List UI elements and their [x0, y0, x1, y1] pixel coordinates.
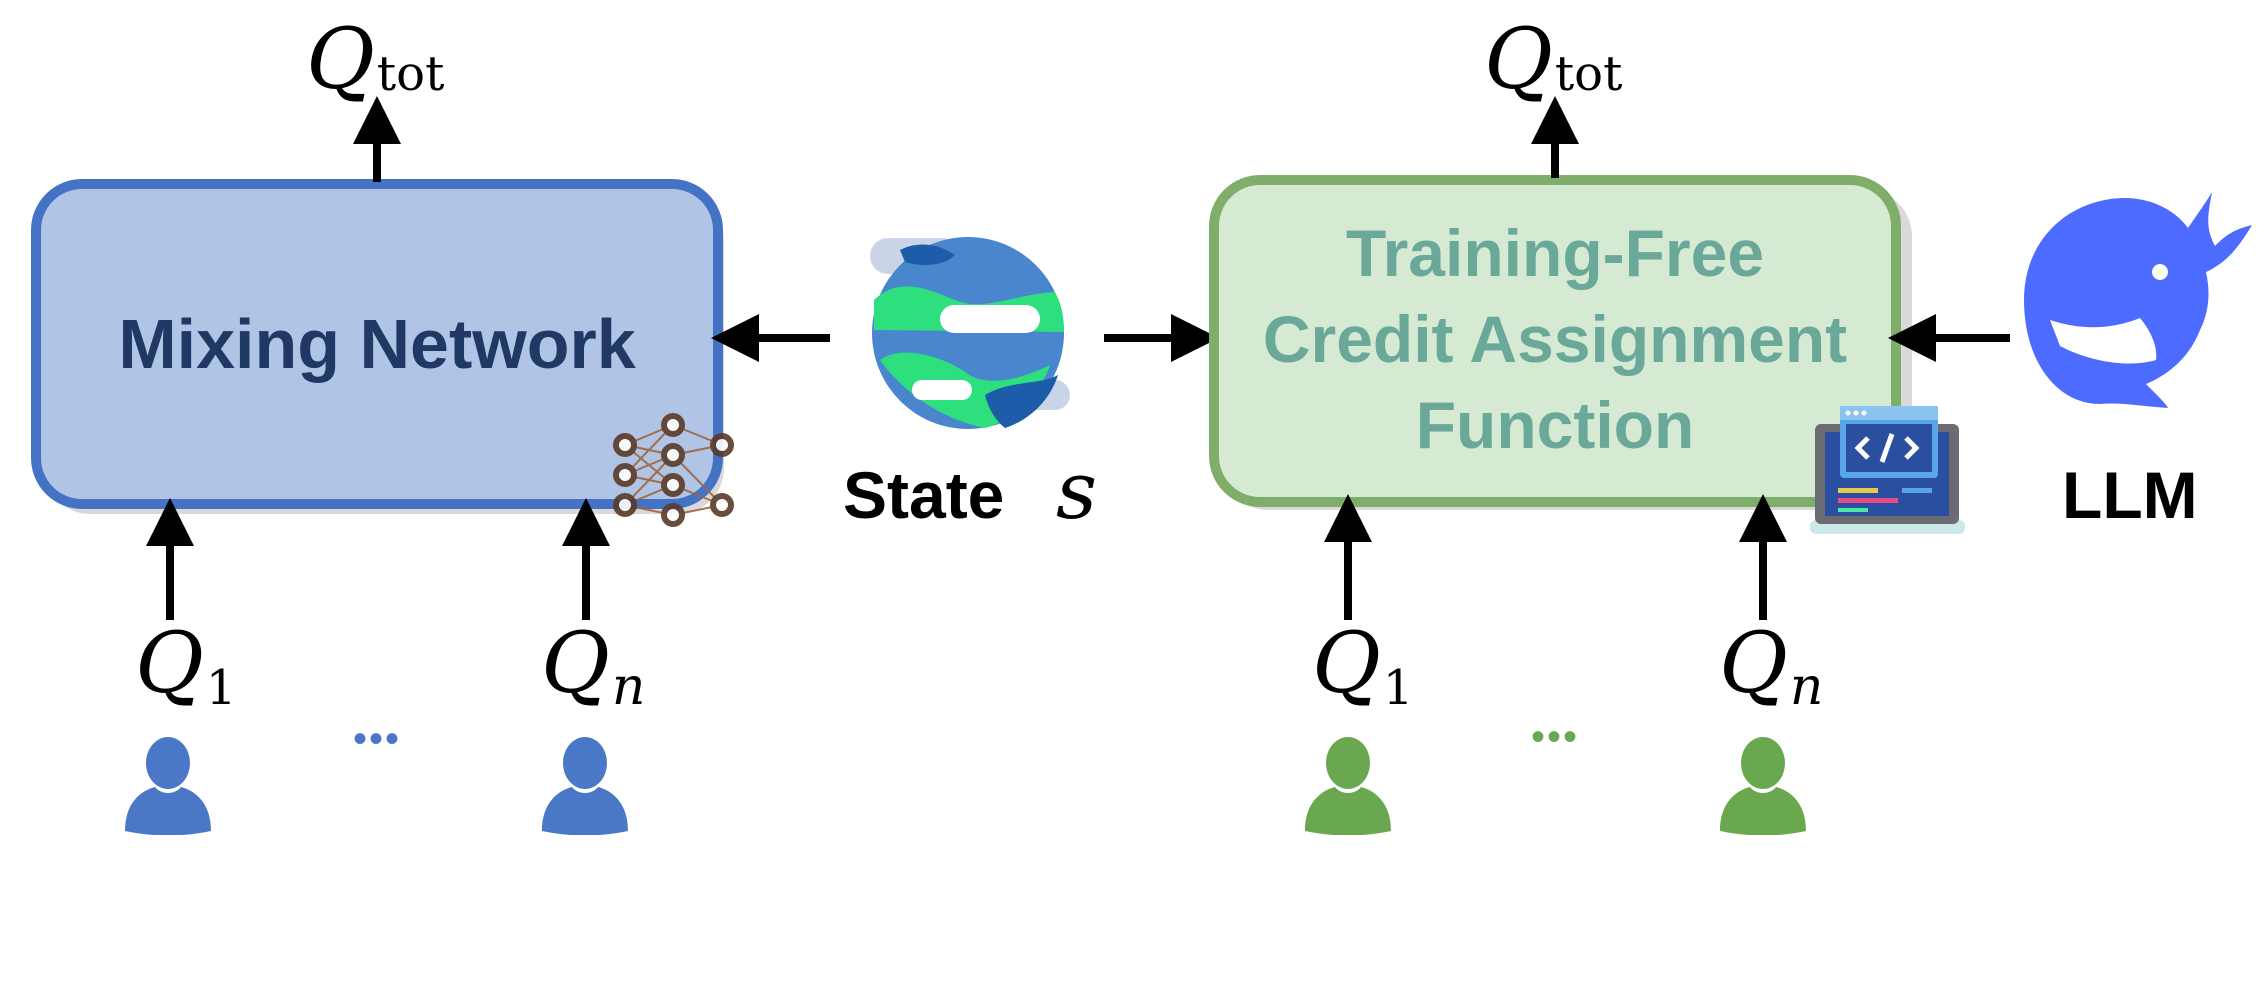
code-laptop-icon	[1810, 406, 1965, 534]
mixing-network-title: Mixing Network	[118, 305, 635, 383]
neural-network-icon	[613, 413, 734, 527]
planet-icon	[870, 237, 1070, 429]
state-label: State	[843, 458, 1004, 532]
left-ellipsis: •••	[353, 717, 401, 761]
right-input-label-1: Q1	[1312, 614, 1413, 716]
llm-label: LLM	[2062, 458, 2198, 532]
llm-panel: LLM	[1888, 192, 2252, 532]
left-panel: Mixing Network Qtot Q1 Qn •••	[31, 10, 734, 835]
right-ellipsis: •••	[1531, 715, 1579, 759]
credit-function-title-line-3: Function	[1416, 388, 1695, 462]
right-panel: Training-Free Credit Assignment Function…	[1209, 10, 1965, 835]
agent-icon	[542, 737, 628, 835]
left-input-label-1: Q1	[135, 614, 236, 716]
left-input-label-n: Qn	[541, 614, 645, 717]
left-output-label: Qtot	[306, 10, 444, 108]
agent-icon	[1720, 737, 1806, 835]
right-input-label-n: Qn	[1719, 614, 1823, 717]
state-panel: State s	[711, 237, 1219, 537]
agent-icon	[125, 737, 211, 835]
right-output-label: Qtot	[1484, 10, 1622, 108]
agent-icon	[1305, 737, 1391, 835]
credit-function-title-line-1: Training-Free	[1346, 216, 1764, 290]
state-symbol: s	[1056, 444, 1097, 537]
credit-function-title-line-2: Credit Assignment	[1263, 302, 1847, 376]
whale-icon	[2024, 192, 2252, 408]
